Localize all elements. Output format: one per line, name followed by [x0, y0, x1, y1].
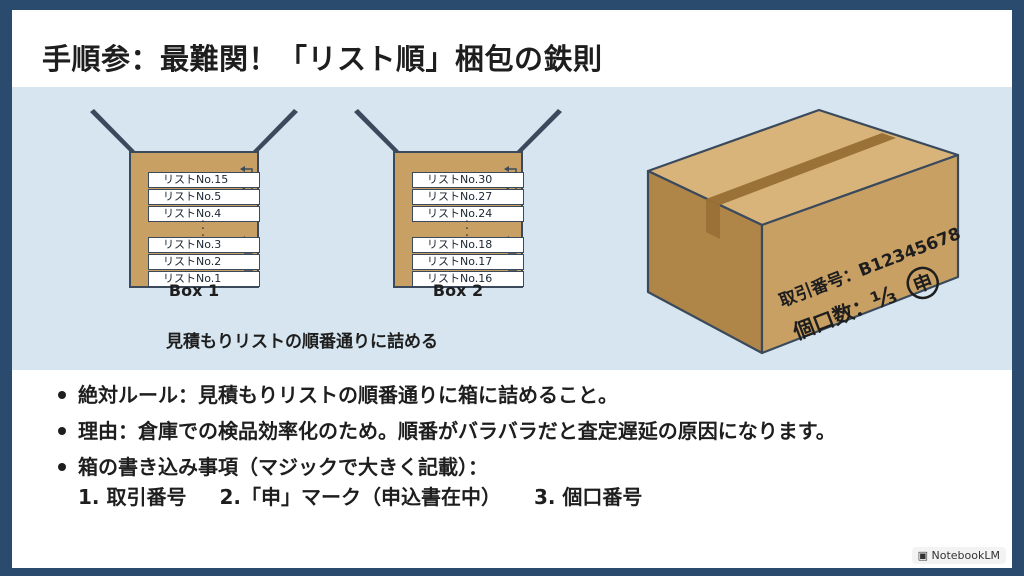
list-gap: ···: [412, 216, 524, 243]
slide-title: 手順参：最難関！「リスト順」梱包の鉄則: [42, 42, 603, 76]
list-item: リストNo.4: [148, 206, 260, 222]
box-1-label: Box 1: [168, 281, 220, 300]
notebooklm-badge-label: NotebookLM: [931, 549, 1000, 562]
slide: 手順参：最難関！「リスト順」梱包の鉄則 ⋮ リストNo.15 リス: [12, 10, 1012, 568]
bullet-box-writing: 箱の書き込み事項（マジックで大きく記載）： 1. 取引番号 2.「申」マーク（申…: [56, 452, 976, 512]
ellipsis-icon: ···: [464, 215, 470, 244]
list-item: リストNo.17: [412, 254, 524, 270]
box-writing-items: 1. 取引番号 2.「申」マーク（申込書在中） 3. 個口番号: [78, 482, 976, 512]
box-2: ⋮ リストNo.30 リストNo.27 リストNo.24 ··· リストNo.1…: [354, 107, 562, 307]
list-item: リストNo.16: [412, 271, 524, 287]
list-item: リストNo.24: [412, 206, 524, 222]
sub-item-piece-number: 3. 個口番号: [533, 485, 643, 509]
shipping-box-drawing: 取引番号：B12345678 個口数：⅓ 申: [646, 108, 964, 355]
mark-circle: [906, 266, 939, 300]
sub-item-deal-number: 1. 取引番号: [78, 485, 187, 509]
box-2-label: Box 2: [432, 281, 484, 300]
box-1: ⋮ リストNo.15 リストNo.5 リストNo.4 ··· リストNo.3 リ…: [90, 107, 298, 307]
list-item: リストNo.15: [148, 172, 260, 188]
illustration-caption: 見積もりリストの順番通りに詰める: [166, 332, 438, 352]
bullet-rule: 絶対ルール：見積もりリストの順番通りに箱に詰めること。: [56, 380, 976, 410]
list-item: リストNo.5: [148, 189, 260, 205]
box-2-list-stack: リストNo.30 リストNo.27 リストNo.24 ··· リストNo.18 …: [412, 172, 524, 288]
bullet-box-writing-text: 箱の書き込み事項（マジックで大きく記載）：: [78, 455, 488, 479]
notebooklm-badge: ▣ NotebookLM: [911, 547, 1006, 564]
sub-item-mark: 2.「申」マーク（申込書在中）: [219, 485, 501, 509]
illustration-band: ⋮ リストNo.15 リストNo.5 リストNo.4 ··· リストNo.3 リ…: [12, 87, 1012, 370]
list-item: リストNo.1: [148, 271, 260, 287]
list-gap: ···: [148, 216, 260, 243]
shipping-box: 取引番号：B12345678 個口数：⅓ 申: [644, 107, 964, 357]
bullet-list: 絶対ルール：見積もりリストの順番通りに箱に詰めること。 理由：倉庫での検品効率化…: [56, 380, 976, 518]
bullet-reason: 理由：倉庫での検品効率化のため。順番がバラバラだと査定遅延の原因になります。: [56, 416, 976, 446]
ellipsis-icon: ···: [200, 215, 206, 244]
list-item: リストNo.2: [148, 254, 260, 270]
list-item: リストNo.30: [412, 172, 524, 188]
list-item: リストNo.27: [412, 189, 524, 205]
list-item: リストNo.3: [148, 237, 260, 253]
notebooklm-logo-icon: ▣: [917, 549, 932, 562]
box-1-list-stack: リストNo.15 リストNo.5 リストNo.4 ··· リストNo.3 リスト…: [148, 172, 260, 288]
list-item: リストNo.18: [412, 237, 524, 253]
